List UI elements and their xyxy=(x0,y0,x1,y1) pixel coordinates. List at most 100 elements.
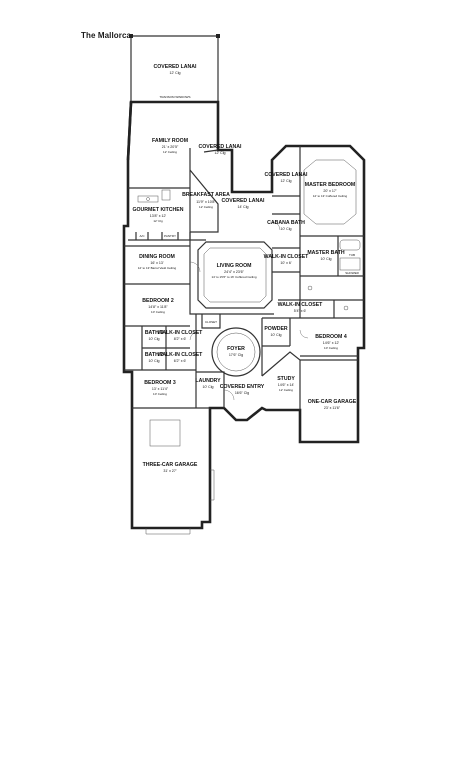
garage-door xyxy=(145,528,191,535)
covered-entry-name: COVERED ENTRY xyxy=(220,384,265,390)
walkin-closet-right-name: WALK-IN CLOSET xyxy=(278,302,323,308)
bedroom-3-name: BEDROOM 3 xyxy=(144,380,176,386)
breakfast-ceiling: 12' Ceiling xyxy=(199,205,213,209)
master-coffer xyxy=(303,159,357,225)
foyer-name: FOYER xyxy=(227,346,245,352)
bath-closet-walls xyxy=(124,326,196,371)
door-swing xyxy=(271,221,281,231)
wall xyxy=(135,232,179,240)
covered-lanai-right-dim: 12' Clg xyxy=(280,179,291,183)
family-room-dim: 21' x 20'5" xyxy=(162,145,179,149)
door-swing xyxy=(299,329,309,339)
breakfast-bay xyxy=(189,169,219,233)
range-icon xyxy=(161,189,171,201)
master-bath-dim: 10' Clg xyxy=(320,257,331,261)
breakfast-dim: 11'9" x 10'8" xyxy=(196,200,216,204)
family-room-left-wall xyxy=(126,101,133,161)
garage-door xyxy=(210,469,215,501)
cabana-bath-dim: 10' Clg xyxy=(280,227,291,231)
walkin-closet-b3-dim: 6'2" x 6' xyxy=(174,359,187,363)
living-room-ceiling: 14' to 15'6" to 16' Coffered Ceiling xyxy=(211,275,256,279)
covered-lanai-center-name: COVERED LANAI xyxy=(222,198,266,204)
pantry-label: PANTRY xyxy=(164,234,176,238)
closet-label: CLOSET xyxy=(205,320,217,324)
post xyxy=(216,34,220,38)
dining-room-walls xyxy=(124,245,190,285)
powder-dim: 10' Clg xyxy=(270,333,281,337)
one-car-garage-name: ONE-CAR GARAGE xyxy=(308,399,357,405)
transom-label: TRANSOM WINDOWS xyxy=(160,95,191,99)
tub-icon xyxy=(339,239,361,251)
foyer-rotunda xyxy=(211,327,261,377)
one-car-garage-dim: 23' x 11'6" xyxy=(324,406,341,410)
walkin-closet-master-dim: 10' x 6' xyxy=(280,261,291,265)
dining-room-name: DINING ROOM xyxy=(139,254,175,260)
laundry-walls xyxy=(196,371,225,408)
covered-entry-dim: 16'6" Clg xyxy=(235,391,249,395)
three-car-garage-dim: 31' x 27' xyxy=(163,469,176,473)
living-room-wall xyxy=(189,232,274,315)
study-ceiling: 12' Ceiling xyxy=(279,388,293,392)
ac-label: A/C xyxy=(139,234,145,238)
bedroom-4-walls xyxy=(300,317,364,357)
cabana-bath-name: CABANA BATH xyxy=(267,220,305,226)
covered-lanai-center-dim: 14' Clg xyxy=(237,205,248,209)
three-car-garage-name: THREE-CAR GARAGE xyxy=(143,462,198,468)
ac-pad xyxy=(149,419,181,447)
master-bath-name: MASTER BATH xyxy=(307,250,345,256)
bedroom-4-dim: 14'6" x 12' xyxy=(323,341,340,345)
post xyxy=(129,34,133,38)
powder-walls xyxy=(261,317,300,376)
powder-name: POWDER xyxy=(264,326,288,332)
shower-icon xyxy=(339,257,361,271)
dining-room-ceiling: 12' to 13' Barrel Vault Ceiling xyxy=(138,266,177,270)
wall xyxy=(203,149,219,153)
bedroom-2-ceiling: 10' Ceiling xyxy=(151,310,165,314)
walkin-closet-master-name: WALK-IN CLOSET xyxy=(264,254,309,260)
walkin-closet-b2-dim: 8'2" x 6' xyxy=(174,337,187,341)
master-bedroom-dim: 20' x 17' xyxy=(323,189,336,193)
covered-lanai-mid-name: COVERED LANAI xyxy=(199,144,243,150)
kitchen-name: GOURMET KITCHEN xyxy=(132,207,183,213)
foyer-dim: 17'6" Clg xyxy=(229,353,243,357)
foyer-inner xyxy=(216,332,256,372)
shower-label: SHOWER xyxy=(345,271,359,275)
laundry-name: LAUNDRY xyxy=(195,378,221,384)
covered-lanai-mid-dim: 12' Clg xyxy=(214,151,225,155)
covered-lanai-right-name: COVERED LANAI xyxy=(265,172,309,178)
master-suite-walls xyxy=(272,146,301,300)
dining-room-dim: 16' x 13' xyxy=(150,261,163,265)
study-name: STUDY xyxy=(277,376,295,382)
closet-walls xyxy=(278,299,301,318)
closet-walls xyxy=(201,314,221,329)
bath-2-dim: 10' Clg xyxy=(148,359,159,363)
breakfast-name: BREAKFAST AREA xyxy=(182,192,230,198)
bath-3-dim: 10' Clg xyxy=(148,337,159,341)
covered-lanai-top-name: COVERED LANAI xyxy=(154,64,198,70)
master-bedroom-name: MASTER BEDROOM xyxy=(305,182,355,188)
bath-2-name: BATH 2 xyxy=(145,352,163,358)
living-room-coffer-inner xyxy=(203,247,267,303)
toilet-icon xyxy=(343,305,349,311)
kitchen-ceiling: 12' Clg xyxy=(153,219,163,223)
kitchen-island xyxy=(137,195,159,203)
sink-icon xyxy=(146,197,150,201)
walkin-closet-right-dim: 5'4" x 6' xyxy=(294,309,307,313)
living-room-coffer xyxy=(197,241,273,309)
plan-title: The Mallorca xyxy=(81,31,132,40)
closet-walls xyxy=(272,247,300,273)
bedroom-2-dim: 14'8" x 11'8" xyxy=(148,305,168,309)
study-dim: 14'6" x 14' xyxy=(278,383,295,387)
bedroom-2-name: BEDROOM 2 xyxy=(142,298,174,304)
bedroom-4-name: BEDROOM 4 xyxy=(315,334,347,340)
tub-label: TUB xyxy=(349,253,355,257)
study-walls xyxy=(261,351,301,410)
door-swing xyxy=(189,261,201,273)
bedroom-3-ceiling: 10' Ceiling xyxy=(153,392,167,396)
family-room-ceiling: 12' Ceiling xyxy=(163,150,177,154)
master-bath-walls xyxy=(300,275,364,301)
walkin-closet-b2-name: WALK-IN CLOSET xyxy=(158,330,203,336)
bedroom-4-ceiling: 10' Ceiling xyxy=(324,346,338,350)
master-bedroom-ceiling: 12' to 13' Coffered Ceiling xyxy=(313,194,348,198)
